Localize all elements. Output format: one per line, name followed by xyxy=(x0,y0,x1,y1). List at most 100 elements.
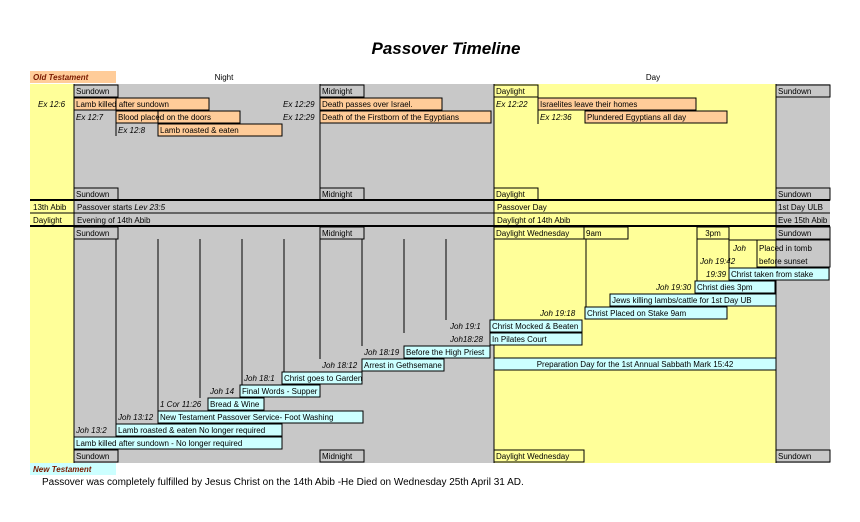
nt-event-ref-1: Joh 13:2 xyxy=(75,426,107,435)
nt-sundown-bottom-left-label: Sundown xyxy=(76,452,109,461)
ot-event-ref-6: Ex 12:36 xyxy=(540,113,572,122)
band-left-bottom: Daylight xyxy=(33,216,63,225)
ot-sundown-top-right-label: Sundown xyxy=(778,87,811,96)
nt-sundown-bottom-right-label: Sundown xyxy=(778,452,811,461)
nt-event-11 xyxy=(609,293,777,307)
nt-event-14: before sunset xyxy=(759,257,808,266)
nt-event-ref-9: Joh 19:1 xyxy=(449,322,481,331)
nt-event-ref-10: Joh 19:18 xyxy=(539,309,576,318)
ot-left-yellow xyxy=(30,84,74,200)
nt-event-12-label: Christ dies 3pm xyxy=(697,283,753,292)
nt-event-7 xyxy=(403,345,491,359)
ot-event-ref-1: Ex 12:7 xyxy=(76,113,104,122)
nt-event-6-label: Arrest in Gethsemane xyxy=(364,361,442,370)
night-period-label: Night xyxy=(215,73,234,82)
ot-daylight-top-label: Daylight xyxy=(496,87,526,96)
nt-event-ref-15: Joh xyxy=(732,244,746,253)
ot-event-4-label: Death of the Firstborn of the Egyptians xyxy=(322,113,459,122)
nt-event-3 xyxy=(207,397,265,411)
nt-event-9-label: Christ Mocked & Beaten xyxy=(492,322,578,331)
new-testament-header: New Testament xyxy=(33,465,92,474)
ot-event-ref-5: Ex 12:22 xyxy=(496,100,528,109)
nt-left-yellow xyxy=(30,226,74,463)
ot-event-0-label: Lamb killed after sundown xyxy=(76,100,169,109)
ot-midnight-top-label: Midnight xyxy=(322,87,353,96)
nt-midnight-top xyxy=(319,226,365,240)
nt-event-5 xyxy=(281,371,363,385)
band-night-top: Passover starts Lev 23:5 xyxy=(77,203,166,212)
ot-event-ref-2: Ex 12:8 xyxy=(118,126,146,135)
ot-sundown-top-left-label: Sundown xyxy=(76,87,109,96)
nt-event-0-label: Lamb killed after sundown - No longer re… xyxy=(76,439,242,448)
nt-3pm-label: 3pm xyxy=(705,229,721,238)
band-night-bottom: Evening of 14th Abib xyxy=(77,216,151,225)
nt-event-8-label: In Pilates Court xyxy=(492,335,547,344)
nt-event-12 xyxy=(694,280,776,294)
nt-event-13 xyxy=(728,267,830,281)
nt-event-ref-7: Joh 18:19 xyxy=(363,348,400,357)
ot-event-5-label: Israelites leave their homes xyxy=(540,100,637,109)
nt-event-ref-4: Joh 14 xyxy=(209,387,235,396)
nt-9am-label: 9am xyxy=(586,229,602,238)
nt-midnight-top-label: Midnight xyxy=(322,229,353,238)
nt-event-16-label: Preparation Day for the 1st Annual Sabba… xyxy=(537,360,734,369)
nt-event-16 xyxy=(493,357,777,371)
nt-event-ref-12: Joh 19:30 xyxy=(655,283,692,292)
ot-event-6-label: Plundered Egyptians all day xyxy=(587,113,686,122)
nt-3pm xyxy=(696,226,730,240)
band-day-bottom: Daylight of 14th Abib xyxy=(497,216,571,225)
ot-event-ref-0: Ex 12:6 xyxy=(38,100,66,109)
nt-daylight-wed-top-label: Daylight Wednesday xyxy=(496,229,569,238)
ot-event-3-label: Death passes over Israel. xyxy=(322,100,413,109)
ot-event-2-label: Lamb roasted & eaten xyxy=(160,126,239,135)
old-testament-header: Old Testament xyxy=(33,73,89,82)
band-right-bottom: Eve 15th Abib xyxy=(778,216,828,225)
ot-sundown-bottom-left-label: Sundown xyxy=(76,190,109,199)
nt-event-ref-3: 1 Cor 11:26 xyxy=(160,400,202,409)
ot-event-6 xyxy=(584,110,728,124)
nt-event-8 xyxy=(489,332,583,346)
nt-event-ref-13: 19:39 xyxy=(706,270,727,279)
nt-9am xyxy=(583,226,629,240)
band-day-top: Passover Day xyxy=(497,203,547,212)
nt-sundown-top-left-label: Sundown xyxy=(76,229,109,238)
nt-event-4 xyxy=(239,384,321,398)
nt-event-7-label: Before the High Priest xyxy=(406,348,485,357)
nt-event-9 xyxy=(489,319,583,333)
band-right-top: 1st Day ULB xyxy=(778,203,823,212)
nt-event-ref-5: Joh 18:1 xyxy=(243,374,275,383)
old-testament-header-bg xyxy=(30,71,116,83)
nt-event-11-label: Jews killing lambs/cattle for 1st Day UB xyxy=(612,296,752,305)
footer-note: Passover was completely fulfilled by Jes… xyxy=(42,477,524,488)
nt-event-ref-6: Joh 18:12 xyxy=(321,361,358,370)
nt-event-10-label: Christ Placed on Stake 9am xyxy=(587,309,686,318)
ot-event-ref-4: Ex 12:29 xyxy=(283,113,315,122)
ot-midnight-bottom-label: Midnight xyxy=(322,190,353,199)
ot-daylight-bottom-label: Daylight xyxy=(496,190,526,199)
band-night-top-ref: Lev 23:5 xyxy=(134,203,165,212)
nt-event-1-label: Lamb roasted & eaten No longer required xyxy=(118,426,265,435)
nt-event-15: Placed in tomb xyxy=(759,244,812,253)
nt-event-3-label: Bread & Wine xyxy=(210,400,260,409)
nt-event-5-label: Christ goes to Garden xyxy=(284,374,362,383)
ot-right-gray xyxy=(776,84,830,200)
nt-event-ref-2: Joh 13:12 xyxy=(117,413,154,422)
nt-daylight-wed-bottom-label: Daylight Wednesday xyxy=(496,452,569,461)
nt-event-1 xyxy=(115,423,283,437)
nt-event-13-label: Christ taken from stake xyxy=(731,270,814,279)
nt-tomb-frame xyxy=(756,239,831,268)
nt-event-2-label: New Testament Passover Service- Foot Was… xyxy=(160,413,333,422)
new-testament-header-bg xyxy=(30,463,116,475)
nt-event-6 xyxy=(361,358,445,372)
nt-event-4-label: Final Words - Supper xyxy=(242,387,318,396)
band-left-top: 13th Abib xyxy=(33,203,67,212)
nt-event-ref-8: Joh18:28 xyxy=(449,335,483,344)
nt-sundown-top-right-label: Sundown xyxy=(778,229,811,238)
day-period-label: Day xyxy=(646,73,660,82)
nt-event-ref-14: Joh 19:42 xyxy=(699,257,736,266)
ot-event-ref-3: Ex 12:29 xyxy=(283,100,315,109)
nt-event-2 xyxy=(157,410,364,424)
nt-midnight-bottom xyxy=(319,449,365,463)
nt-event-0 xyxy=(73,436,283,450)
